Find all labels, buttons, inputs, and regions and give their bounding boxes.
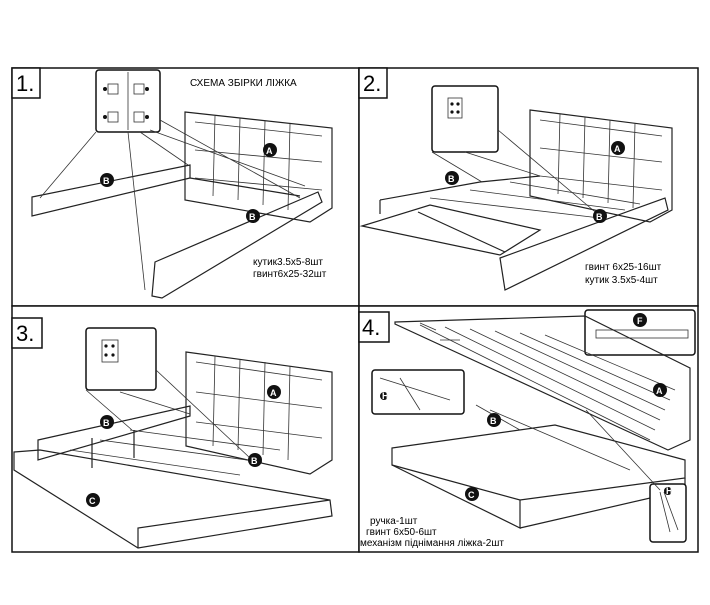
step-2-number: 2. xyxy=(363,71,381,96)
step-3-number: 3. xyxy=(16,321,34,346)
part-label-b-step3a: B xyxy=(103,418,110,428)
step-4-caption-1: ручка-1шт xyxy=(370,516,418,527)
step-2-caption-2: кутик 3.5х5-4шт xyxy=(585,275,658,286)
part-label-f: F xyxy=(637,316,643,326)
part-label-b-step1a: B xyxy=(103,176,110,186)
step-1-number: 1. xyxy=(16,71,34,96)
step-2-drawing: A B B гвинт 6х25-16шт кутик 3.5х5-4шт xyxy=(359,85,673,291)
part-label-b-step4: B xyxy=(490,416,497,426)
step-4-caption-3: механізм піднімання ліжка-2шт xyxy=(360,538,504,549)
part-label-a-step3: A xyxy=(270,388,277,398)
step-1-caption-2: гвинт6х25-32шт xyxy=(253,269,327,280)
step-4-drawing: F H H A B C ручка-1шт гвинт 6х50-6шт мех… xyxy=(360,309,696,549)
part-label-c-step3: C xyxy=(89,496,96,506)
part-label-b-step2a: B xyxy=(448,174,455,184)
part-label-a-step2: A xyxy=(614,144,621,154)
part-label-b-step3b: B xyxy=(251,456,258,466)
step-4-caption-2: гвинт 6х50-6шт xyxy=(366,527,437,538)
part-label-b-step1b: B xyxy=(249,212,256,222)
step-2-caption-1: гвинт 6х25-16шт xyxy=(585,262,662,273)
part-label-b-step2b: B xyxy=(596,212,603,222)
step-1-drawing: A B B кутик3.5х5-8шт гвинт6х25-32шт xyxy=(31,69,333,299)
diagram-title: СХЕМА ЗБІРКИ ЛІЖКА xyxy=(190,78,297,89)
part-label-h-a: H xyxy=(382,391,389,401)
part-label-a-step1: A xyxy=(266,146,273,156)
panel-step-2 xyxy=(358,67,699,307)
part-label-c-step4: C xyxy=(468,490,475,500)
step-1-caption-1: кутик3.5х5-8шт xyxy=(253,257,323,268)
part-label-a-step4: A xyxy=(656,386,663,396)
part-label-h-b: H xyxy=(666,486,673,496)
step-3-drawing: A B B C xyxy=(13,327,333,549)
step-4-number: 4. xyxy=(362,315,380,340)
